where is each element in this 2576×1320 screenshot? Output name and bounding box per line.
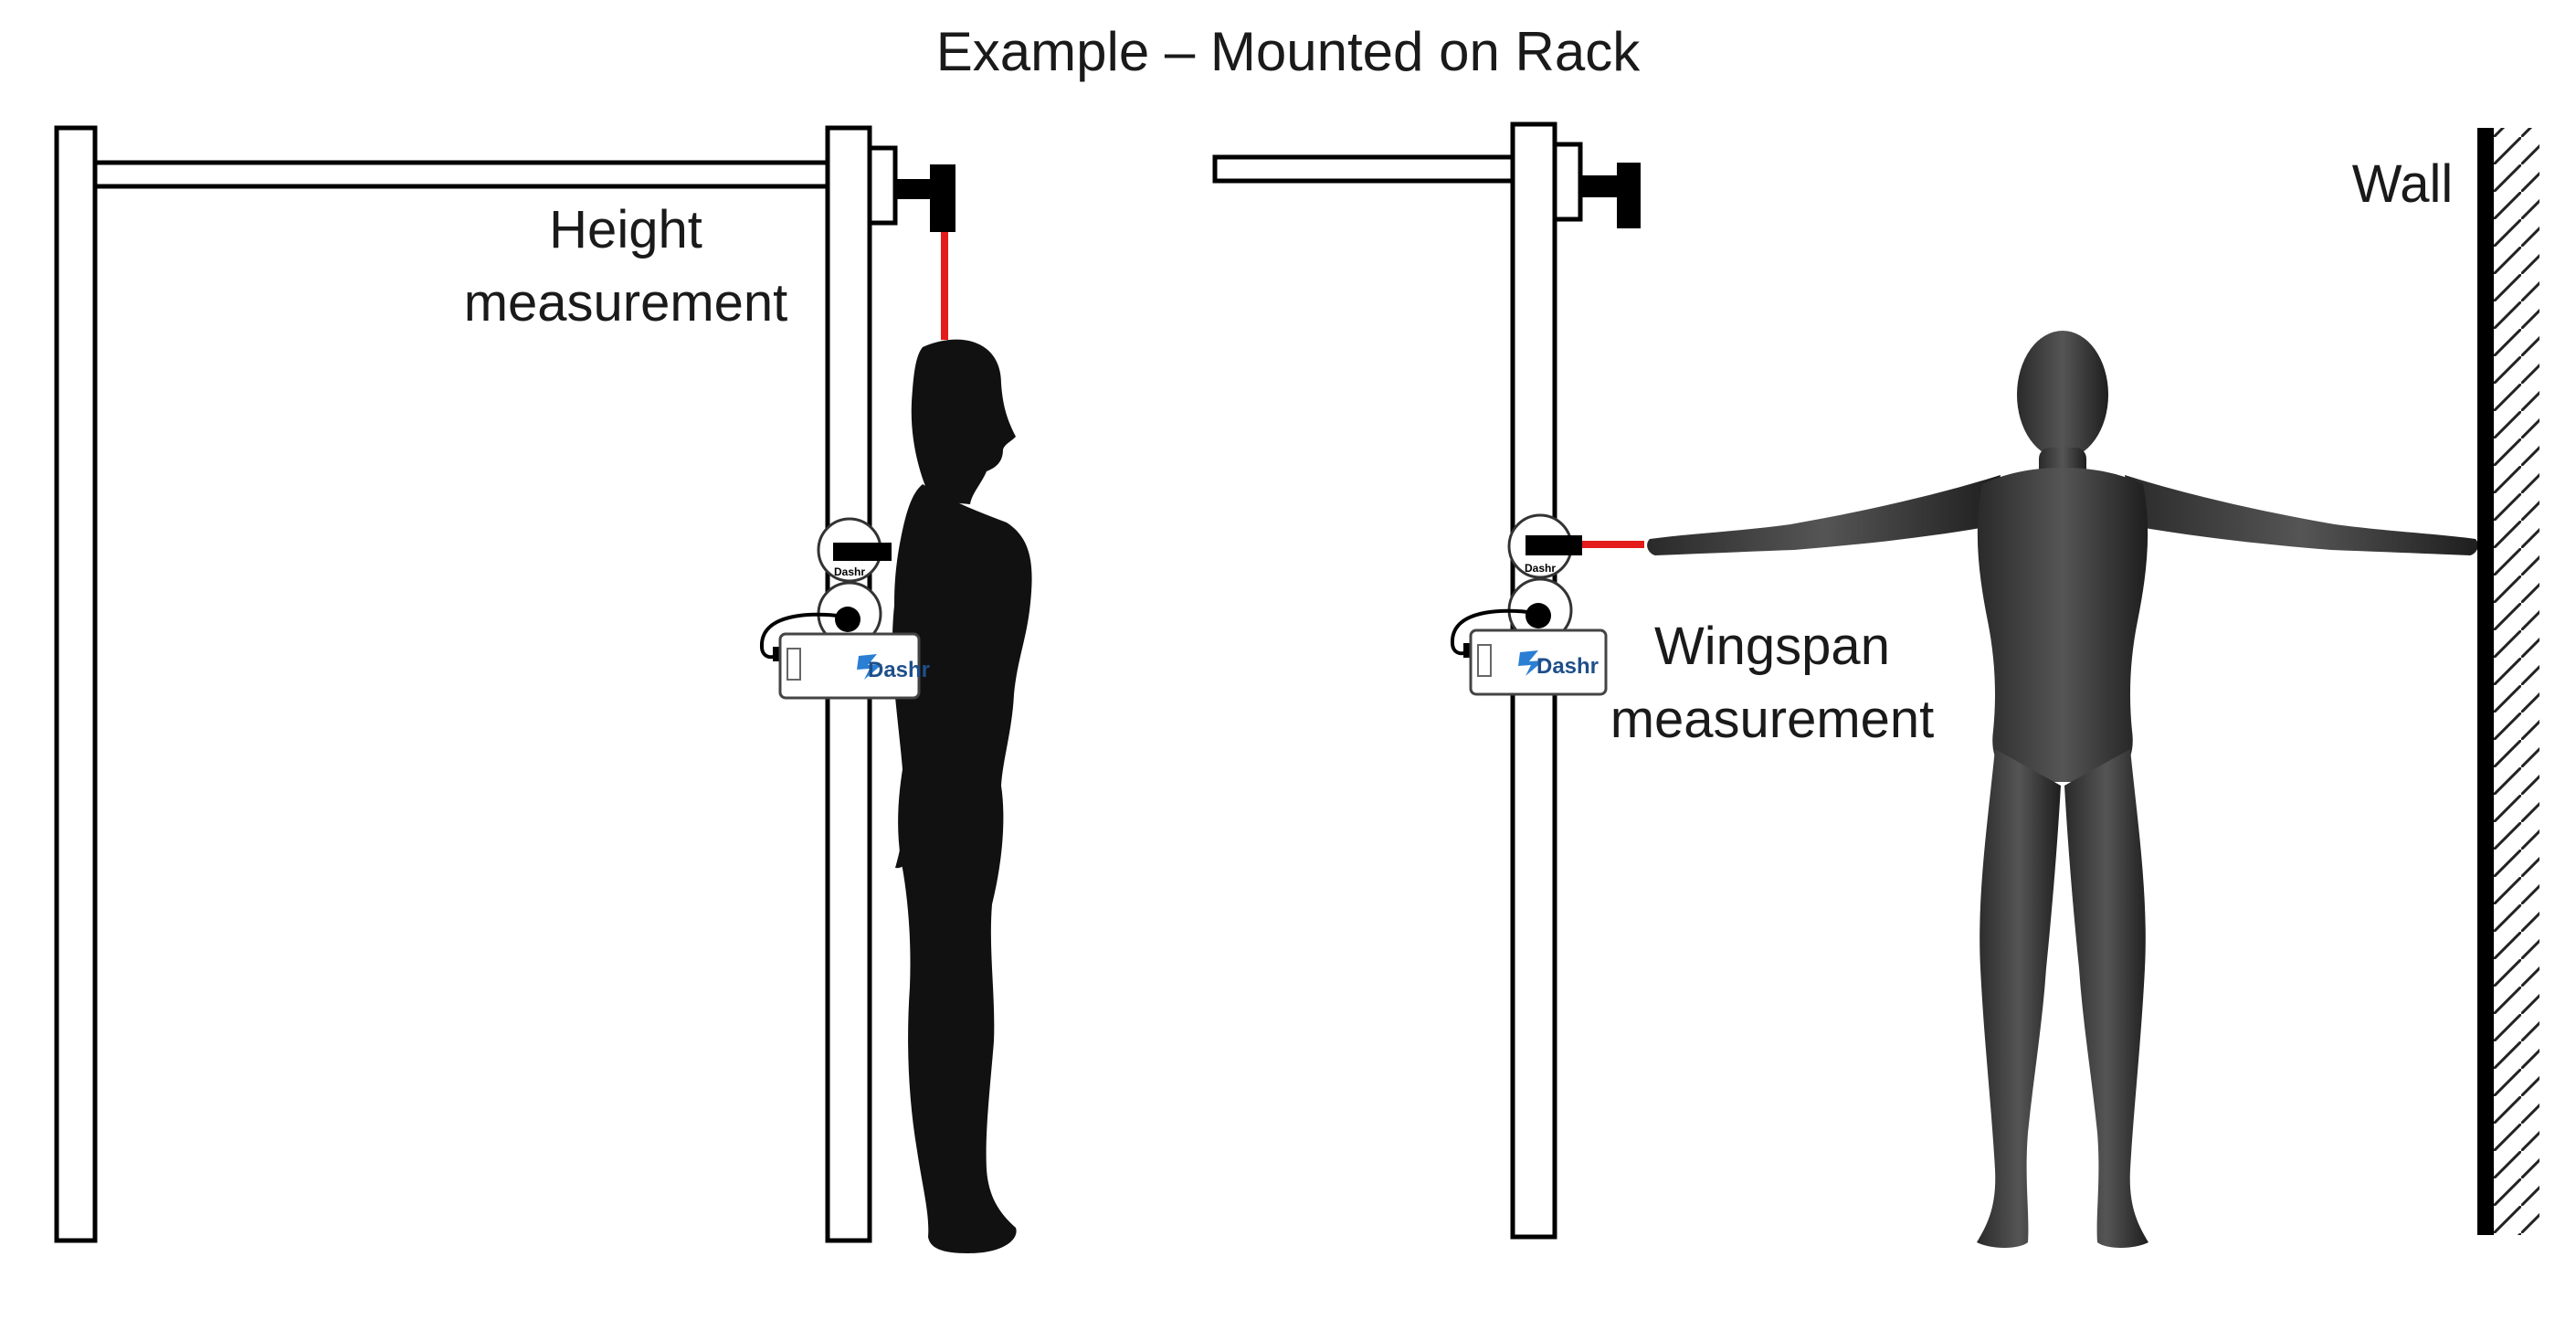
front-silhouette-right-arm (2125, 475, 2478, 555)
right-device-brand-text: Dashr (1536, 654, 1599, 679)
lightning-logo-icon (857, 654, 882, 680)
left-device-cable (759, 612, 850, 660)
left-rack-post-outer (54, 125, 98, 1243)
right-device-reel-text: Dashr (1525, 562, 1556, 575)
wingspan-measurement-label: Wingspan measurement (1589, 610, 1955, 756)
left-device-clip (833, 543, 892, 561)
wall-surface (2477, 128, 2494, 1235)
front-silhouette-right-leg (2064, 749, 2148, 1248)
front-silhouette (1647, 331, 2478, 1248)
front-silhouette-left-arm (1647, 475, 2001, 555)
diagram-title: Example – Mounted on Rack (935, 21, 1641, 82)
left-device-reel-text: Dashr (834, 565, 865, 578)
front-silhouette-head (2017, 331, 2108, 459)
left-dashr-device: Dashr Dashr (759, 517, 930, 700)
right-dashr-device: Dashr Dashr (1450, 513, 1608, 696)
height-measurement-label: Height measurement (429, 194, 822, 340)
front-silhouette-left-leg (1977, 749, 2061, 1248)
left-mount-bracket (867, 145, 898, 226)
side-silhouette-head (911, 339, 1016, 504)
height-label-line-1: Height (549, 200, 702, 259)
left-device-box (778, 632, 921, 700)
height-label-line-2: measurement (463, 273, 788, 333)
lightning-logo-icon (1518, 650, 1544, 676)
left-device-brand-text: Dashr (868, 658, 930, 682)
wingspan-label-line-1: Wingspan (1654, 617, 1890, 676)
right-sensor-arm (1580, 175, 1617, 197)
right-sensor-head (1617, 163, 1641, 228)
right-device-cable (1450, 608, 1541, 656)
left-sensor-arm (895, 179, 932, 199)
wingspan-label-line-2: measurement (1610, 690, 1935, 749)
wall (2477, 128, 2539, 1235)
left-sensor-head (930, 164, 955, 232)
side-silhouette (892, 339, 1032, 1253)
left-device-knob (835, 607, 860, 632)
right-device-clip (1526, 535, 1582, 555)
left-device-battery (787, 648, 801, 681)
wall-label: Wall (2351, 154, 2454, 214)
wall-hatching (2494, 128, 2539, 1235)
right-mount-bracket (1552, 142, 1583, 222)
left-rack-crossbar (92, 160, 830, 189)
front-silhouette-torso (1977, 468, 2148, 782)
right-rack-crossbar (1212, 154, 1515, 184)
right-device-battery (1477, 644, 1492, 677)
side-silhouette-body (894, 484, 1032, 1253)
right-device-knob (1526, 603, 1551, 628)
